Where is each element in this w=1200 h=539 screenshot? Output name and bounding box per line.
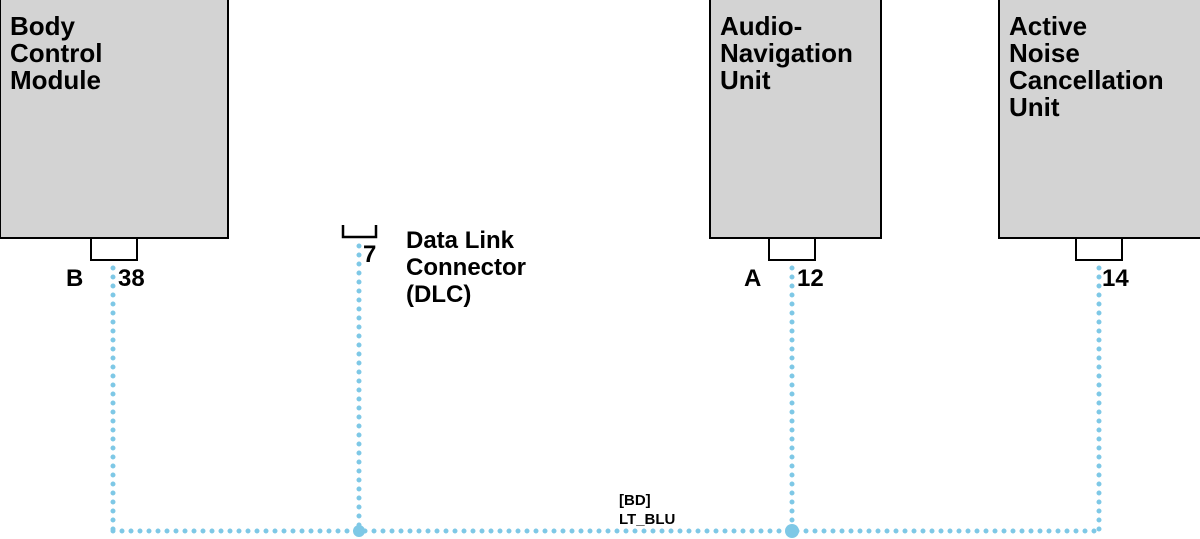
audio-nav-connector-id: A <box>744 265 761 292</box>
wire-label: [BD] LT_BLU <box>619 492 675 528</box>
module-audio-nav: Audio- Navigation Unit A 12 <box>709 0 882 292</box>
splice-dlc <box>353 525 365 537</box>
module-bcm: Body Control Module B 38 <box>0 0 229 292</box>
dlc-pin: 7 <box>363 241 376 268</box>
module-anc: Active Noise Cancellation Unit 14 <box>998 0 1200 292</box>
bcm-pin: 38 <box>118 265 145 292</box>
audio-nav-connector <box>768 237 816 261</box>
wire-color-label: LT_BLU <box>619 511 675 528</box>
wire-circuit-label: [BD] <box>619 492 651 509</box>
audio-nav-label: Audio- Navigation Unit <box>720 11 860 95</box>
bcm-connector-id: B <box>66 265 83 292</box>
splice-audio-nav <box>785 524 799 538</box>
anc-pin: 14 <box>1102 265 1129 292</box>
module-dlc: 7 Data Link Connector (DLC) <box>341 225 533 308</box>
dlc-label: Data Link Connector (DLC) <box>406 227 533 308</box>
bcm-box <box>0 0 229 239</box>
anc-box <box>998 0 1200 239</box>
bus-wires <box>110 243 1102 538</box>
dlc-connector-symbol <box>341 225 378 239</box>
bcm-connector <box>90 237 138 261</box>
anc-connector <box>1075 237 1123 261</box>
audio-nav-pin: 12 <box>797 265 824 292</box>
anc-label: Active Noise Cancellation Unit <box>1009 11 1171 122</box>
audio-nav-box <box>709 0 882 239</box>
bcm-label: Body Control Module <box>10 11 110 95</box>
